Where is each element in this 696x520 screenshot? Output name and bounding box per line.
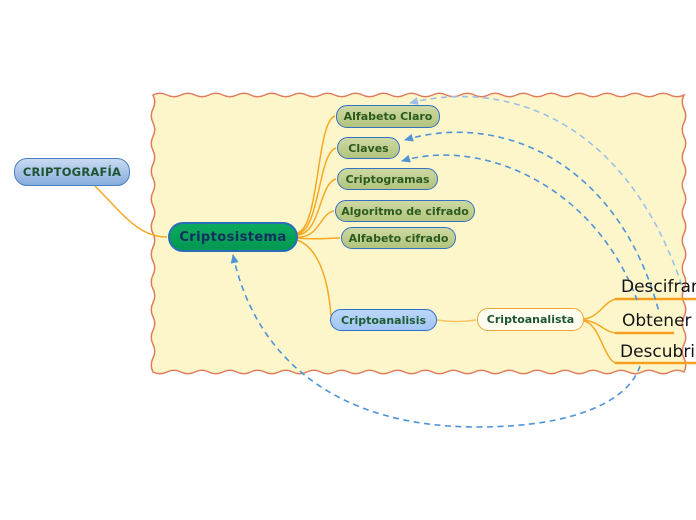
link-central-claves: [296, 147, 337, 235]
node-algoritmo-de-cifrado[interactable]: Algoritmo de cifrado: [335, 200, 475, 222]
node-criptoanalisis[interactable]: Criptoanalisis: [330, 309, 437, 331]
relation-to-criptogramas: [401, 154, 638, 301]
node-obtener-label: Obtener: [622, 311, 692, 331]
node-criptoanalista[interactable]: Criptoanalista: [477, 308, 584, 331]
node-obtener[interactable]: Obtener: [622, 311, 692, 331]
link-central-alfclaro: [296, 115, 336, 234]
node-alfabeto-cifrado[interactable]: Alfabeto cifrado: [341, 227, 456, 249]
link-central-alfcifrado: [296, 237, 341, 240]
relation-to-criptosistema: [230, 254, 641, 428]
relation-to-claves: [404, 131, 660, 313]
node-algoritmo-de-cifrado-label: Algoritmo de cifrado: [341, 204, 469, 218]
node-alfabeto-claro[interactable]: Alfabeto Claro: [336, 105, 440, 128]
node-criptosistema[interactable]: Criptosistema: [168, 222, 298, 252]
node-descubrir[interactable]: Descubrir: [620, 342, 696, 362]
node-criptogramas[interactable]: Criptogramas: [337, 168, 438, 190]
node-criptoanalista-label: Criptoanalista: [486, 313, 575, 326]
node-criptografia-label: CRIPTOGRAFÍA: [22, 165, 122, 179]
node-criptogramas-label: Criptogramas: [345, 172, 430, 186]
link-central-criptogramas: [296, 178, 337, 236]
node-descubrir-label: Descubrir: [620, 342, 696, 362]
relation-arrows: [230, 95, 685, 428]
node-alfabeto-cifrado-label: Alfabeto cifrado: [348, 231, 449, 245]
node-claves[interactable]: Claves: [337, 137, 400, 159]
node-descifrar[interactable]: Descifrar: [621, 277, 696, 297]
node-descifrar-label: Descifrar: [621, 277, 696, 297]
node-criptografia[interactable]: CRIPTOGRAFÍA: [14, 158, 130, 186]
node-alfabeto-claro-label: Alfabeto Claro: [343, 110, 433, 123]
branch-connectors: [94, 115, 617, 364]
node-criptosistema-label: Criptosistema: [179, 229, 287, 245]
action-underlines: [614, 297, 696, 365]
link-central-algoritmo: [296, 210, 335, 238]
link-analista-descifrar: [583, 298, 617, 320]
link-criptoanalisis-analista: [436, 319, 477, 323]
node-claves-label: Claves: [348, 141, 389, 155]
link-analista-obtener: [583, 319, 617, 334]
link-analista-descubrir: [583, 320, 617, 364]
link-root-central: [94, 185, 168, 238]
node-criptoanalisis-label: Criptoanalisis: [340, 313, 427, 327]
link-central-criptoanalisis: [296, 239, 332, 317]
